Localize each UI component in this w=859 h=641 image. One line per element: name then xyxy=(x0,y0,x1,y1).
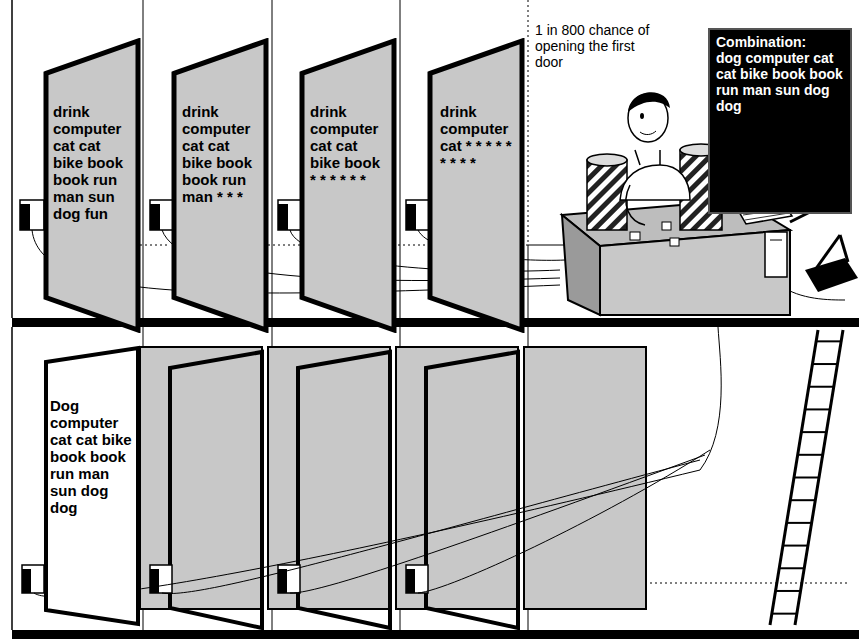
door-words: Dog computer cat cat bike book book run … xyxy=(50,397,132,516)
note-text: 1 in 800 chance of opening the first doo… xyxy=(535,22,653,70)
door-words: drink computer cat * * * * * * * * * xyxy=(440,103,518,171)
door-words: drink computer cat cat bike book book ru… xyxy=(53,103,131,222)
combination-text: dog computer cat cat bike book book run … xyxy=(716,50,844,114)
door-words: drink computer cat cat bike book book ru… xyxy=(182,103,260,205)
door-outline xyxy=(426,38,526,333)
door-panel: Dog computer cat cat bike book book run … xyxy=(42,345,142,627)
door-panel: drink computer cat cat bike book book ru… xyxy=(42,38,142,333)
door-panel: drink computer cat cat bike book book ru… xyxy=(170,38,270,333)
door-panel: drink computer cat * * * * * * * * * xyxy=(426,38,526,333)
monitor-screen: Combination:dog computer cat cat bike bo… xyxy=(708,28,852,214)
combination-text: Combination: xyxy=(716,34,844,50)
door-panel: drink computer cat cat bike book * * * *… xyxy=(298,38,398,333)
door-words: drink computer cat cat bike book * * * *… xyxy=(310,103,388,188)
